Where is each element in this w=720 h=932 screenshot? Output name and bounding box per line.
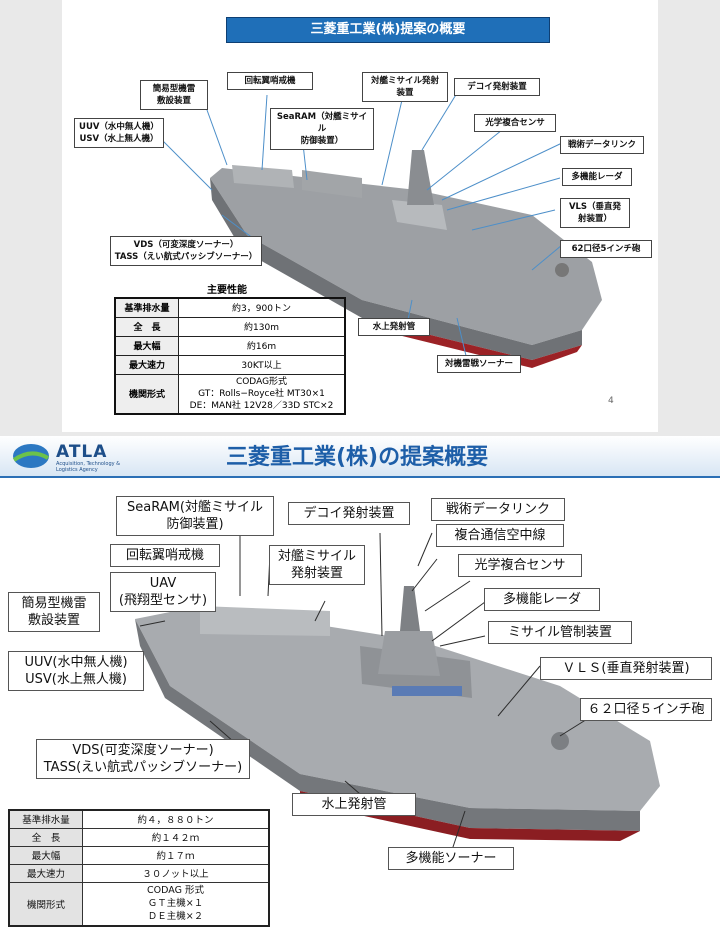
top-label-sonar: 対機雷戦ソーナー bbox=[437, 355, 521, 373]
spec-value: 約４，８８０トン bbox=[82, 809, 270, 829]
spec-value: ３０ノット以上 bbox=[82, 863, 270, 883]
spec-key: 機関形式 bbox=[8, 881, 83, 927]
top-page-number: 4 bbox=[608, 396, 614, 406]
label-decoy: デコイ発射装置 bbox=[288, 502, 410, 525]
label-asm: 対艦ミサイル 発射装置 bbox=[269, 545, 365, 585]
label-sonar: 多機能ソーナー bbox=[388, 847, 514, 870]
top-label-uuv-usv: UUV（水中無人機） USV（水上無人機） bbox=[74, 118, 164, 148]
label-uav: UAV (飛翔型センサ) bbox=[110, 572, 216, 612]
atla-logo-icon bbox=[12, 444, 50, 468]
top-slide: 三菱重工業(株)提案の概要 簡易型機雷 敷設装置 回転翼哨戒機 対艦ミ bbox=[62, 0, 658, 432]
spec-value: CODAG形式 GT：Rolls−Royce社 MT30×1 DE：MAN社 1… bbox=[178, 373, 346, 415]
top-label-simple-mine: 簡易型機雷 敷設装置 bbox=[140, 80, 208, 110]
label-torpedo: 水上発射管 bbox=[292, 793, 416, 816]
spec-key: 最大速力 bbox=[114, 354, 179, 375]
label-uuv-usv: UUV(水中無人機) USV(水上無人機) bbox=[8, 651, 144, 691]
spec-value: CODAG 形式 ＧＴ主機×１ ＤＥ主機×２ bbox=[82, 881, 270, 927]
top-label-decoy: デコイ発射装置 bbox=[454, 78, 540, 96]
label-searam: SeaRAM(対艦ミサイル 防御装置) bbox=[116, 496, 274, 536]
spec-key: 全 長 bbox=[8, 827, 83, 847]
atla-logo-subtitle: Acquisition, Technology & Logistics Agen… bbox=[56, 461, 121, 473]
label-datalink: 戦術データリンク bbox=[431, 498, 565, 521]
label-rotary: 回転翼哨戒機 bbox=[110, 544, 220, 567]
spec-value: 約130m bbox=[178, 316, 346, 337]
spec-key: 機関形式 bbox=[114, 373, 179, 415]
top-ship-illustration bbox=[161, 92, 602, 368]
top-label-datalink: 戦術データリンク bbox=[560, 136, 644, 154]
spec-value: 約１４２ｍ bbox=[82, 827, 270, 847]
label-gun: ６２口径５インチ砲 bbox=[580, 698, 712, 721]
bottom-ship-illustration bbox=[135, 529, 660, 857]
spec-key: 基準排水量 bbox=[114, 297, 179, 318]
label-missile-fcs: ミサイル管制装置 bbox=[488, 621, 632, 644]
top-label-vls: VLS（垂直発 射装置） bbox=[560, 198, 630, 228]
bottom-slide: ATLA Acquisition, Technology & Logistics… bbox=[0, 436, 720, 932]
top-label-asm-launcher: 対艦ミサイル発射 装置 bbox=[362, 72, 448, 102]
atla-logo-text: ATLA bbox=[56, 442, 108, 462]
label-comm-antenna: 複合通信空中線 bbox=[436, 524, 564, 547]
spec-key: 基準排水量 bbox=[8, 809, 83, 829]
header-bar bbox=[0, 436, 720, 478]
spec-key: 最大幅 bbox=[114, 335, 179, 356]
label-vls: ＶＬＳ(垂直発射装置) bbox=[540, 657, 712, 680]
label-vds-tass: VDS(可変深度ソーナー) TASS(えい航式パッシブソーナー) bbox=[36, 739, 250, 779]
top-label-vds: VDS（可変深度ソーナー） TASS（えい航式パッシブソーナー） bbox=[110, 236, 262, 266]
spec-key: 最大幅 bbox=[8, 845, 83, 865]
top-label-eo-sensor: 光学複合センサ bbox=[474, 114, 556, 132]
spec-key: 全 長 bbox=[114, 316, 179, 337]
top-title: 三菱重工業(株)提案の概要 bbox=[226, 17, 550, 43]
top-label-searam: SeaRAM（対艦ミサイル 防御装置） bbox=[270, 108, 374, 150]
bottom-title: 三菱重工業(株)の提案概要 bbox=[226, 445, 489, 470]
label-mine: 簡易型機雷 敷設装置 bbox=[8, 592, 100, 632]
spec-value: 約16m bbox=[178, 335, 346, 356]
label-radar: 多機能レーダ bbox=[484, 588, 600, 611]
top-spec-title: 主要性能 bbox=[207, 285, 247, 296]
top-label-radar: 多機能レーダ bbox=[562, 168, 632, 186]
top-label-gun: 62口径5インチ砲 bbox=[560, 240, 652, 258]
spec-key: 最大速力 bbox=[8, 863, 83, 883]
label-eo-sensor: 光学複合センサ bbox=[458, 554, 582, 577]
spec-value: 約3，900トン bbox=[178, 297, 346, 318]
spec-value: 約１７ｍ bbox=[82, 845, 270, 865]
top-label-rotary: 回転翼哨戒機 bbox=[227, 72, 313, 90]
spec-value: 30KT以上 bbox=[178, 354, 346, 375]
top-label-torpedo: 水上発射管 bbox=[358, 318, 430, 336]
